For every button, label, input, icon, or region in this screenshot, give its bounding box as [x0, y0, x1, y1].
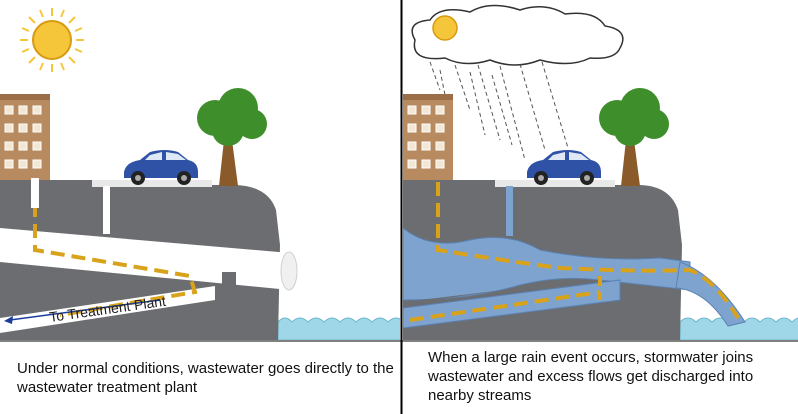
rain-event-caption: When a large rain event occurs, stormwat… [428, 349, 754, 404]
storm-drain [103, 186, 110, 234]
left-panel: To Treatment Plant [0, 8, 400, 340]
tree-icon-right [599, 88, 669, 186]
combined-flow [436, 182, 740, 320]
normal-conditions-caption: Under normal conditions, wastewater goes… [17, 360, 394, 396]
building-icon [0, 94, 50, 180]
road [92, 180, 212, 187]
sun-icon [20, 8, 84, 72]
wastewater-flow [33, 182, 198, 317]
tree-icon [197, 88, 267, 186]
treatment-arrow [9, 299, 161, 321]
sun-icon-right [432, 15, 458, 41]
stream-water [277, 317, 400, 340]
arrow-head [4, 316, 13, 324]
storm-drain-right [506, 186, 513, 236]
car-icon-right [527, 150, 601, 185]
car-icon [124, 150, 198, 185]
right-panel [403, 4, 798, 340]
rain-lines [429, 61, 569, 161]
sewer-pipe [0, 228, 290, 290]
overflow-discharge [675, 261, 746, 327]
rain-cloud-icon [411, 4, 624, 66]
building-icon-right [403, 94, 453, 180]
pipe-outlet [280, 251, 298, 291]
